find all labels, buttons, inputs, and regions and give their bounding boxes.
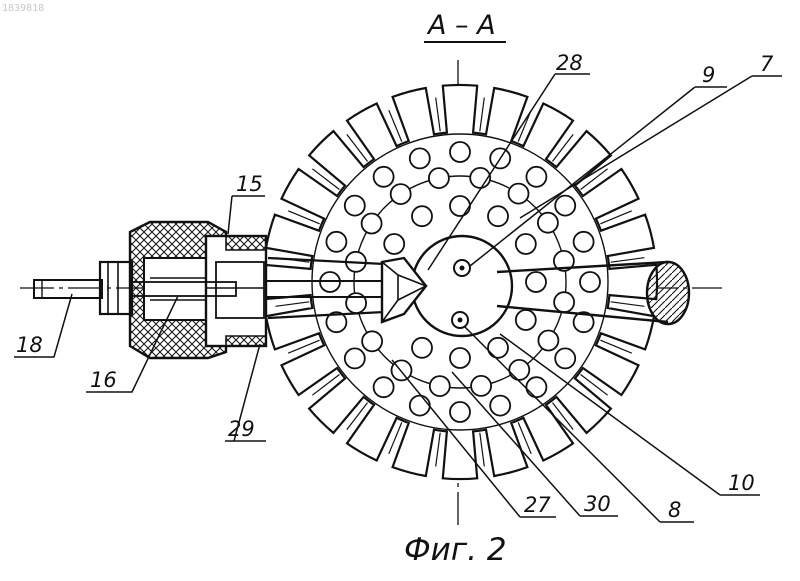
disc-hole — [429, 168, 449, 188]
disc-hole — [412, 338, 432, 358]
disc-hole — [555, 348, 575, 368]
disc-hole — [538, 331, 558, 351]
disc-hole — [345, 348, 365, 368]
label-8: 8 — [668, 498, 681, 522]
disc-hole — [490, 396, 510, 416]
disc-hole — [450, 402, 470, 422]
disc-hole — [509, 360, 529, 380]
disc-hole — [516, 310, 536, 330]
disc-hole — [430, 376, 450, 396]
disc-hole — [509, 184, 529, 204]
watermark-text: 1839818 — [2, 3, 44, 14]
label-28: 28 — [556, 51, 583, 75]
disc-hole — [580, 272, 600, 292]
disc-hole — [374, 377, 394, 397]
slot-line — [480, 98, 485, 132]
figure-caption: Фиг. 2 — [404, 532, 507, 568]
disc-hole — [412, 206, 432, 226]
label-9: 9 — [702, 63, 715, 87]
label-15: 15 — [236, 172, 263, 196]
label-27: 27 — [524, 493, 551, 517]
slot-line — [611, 302, 645, 307]
disc-hole — [384, 234, 404, 254]
label-29: 29 — [228, 417, 255, 441]
section-label: A – A — [426, 10, 496, 41]
disc-hole — [555, 196, 575, 216]
label-7: 7 — [760, 52, 774, 76]
disc-hole — [362, 331, 382, 351]
label-16: 16 — [90, 368, 117, 392]
disc-hole — [450, 196, 470, 216]
slot-line — [611, 258, 645, 263]
label-10: 10 — [728, 471, 755, 495]
disc-hole — [526, 377, 546, 397]
label-18: 18 — [16, 333, 43, 357]
slot-line — [480, 433, 485, 467]
disc-hole — [345, 196, 365, 216]
disc-hole — [410, 396, 430, 416]
disc-hole — [526, 167, 546, 187]
disc-hole — [450, 348, 470, 368]
label-30: 30 — [584, 492, 611, 516]
disc-hole — [374, 167, 394, 187]
disc-hole — [471, 376, 491, 396]
nut-cavity — [144, 258, 206, 320]
upper-pin-center — [460, 266, 465, 271]
disc-hole — [488, 338, 508, 358]
disc-hole — [450, 142, 470, 162]
rod-cross-section — [647, 262, 689, 324]
disc-hole — [574, 232, 594, 252]
disc-hole — [326, 232, 346, 252]
leader-15 — [228, 196, 265, 234]
disc-hole — [554, 292, 574, 312]
lower-pin-center — [458, 318, 463, 323]
disc-hole — [410, 148, 430, 168]
disc-hole — [538, 213, 558, 233]
slot-line — [276, 302, 310, 307]
sleeve-top-section — [226, 236, 266, 250]
slot-line — [436, 433, 441, 467]
disc-hole — [516, 234, 536, 254]
disc-hole — [391, 184, 411, 204]
disc-hole — [488, 206, 508, 226]
disc-hole — [362, 214, 382, 234]
disc-hole — [526, 272, 546, 292]
slot-line — [436, 98, 441, 132]
adjusting-screw — [34, 280, 102, 298]
